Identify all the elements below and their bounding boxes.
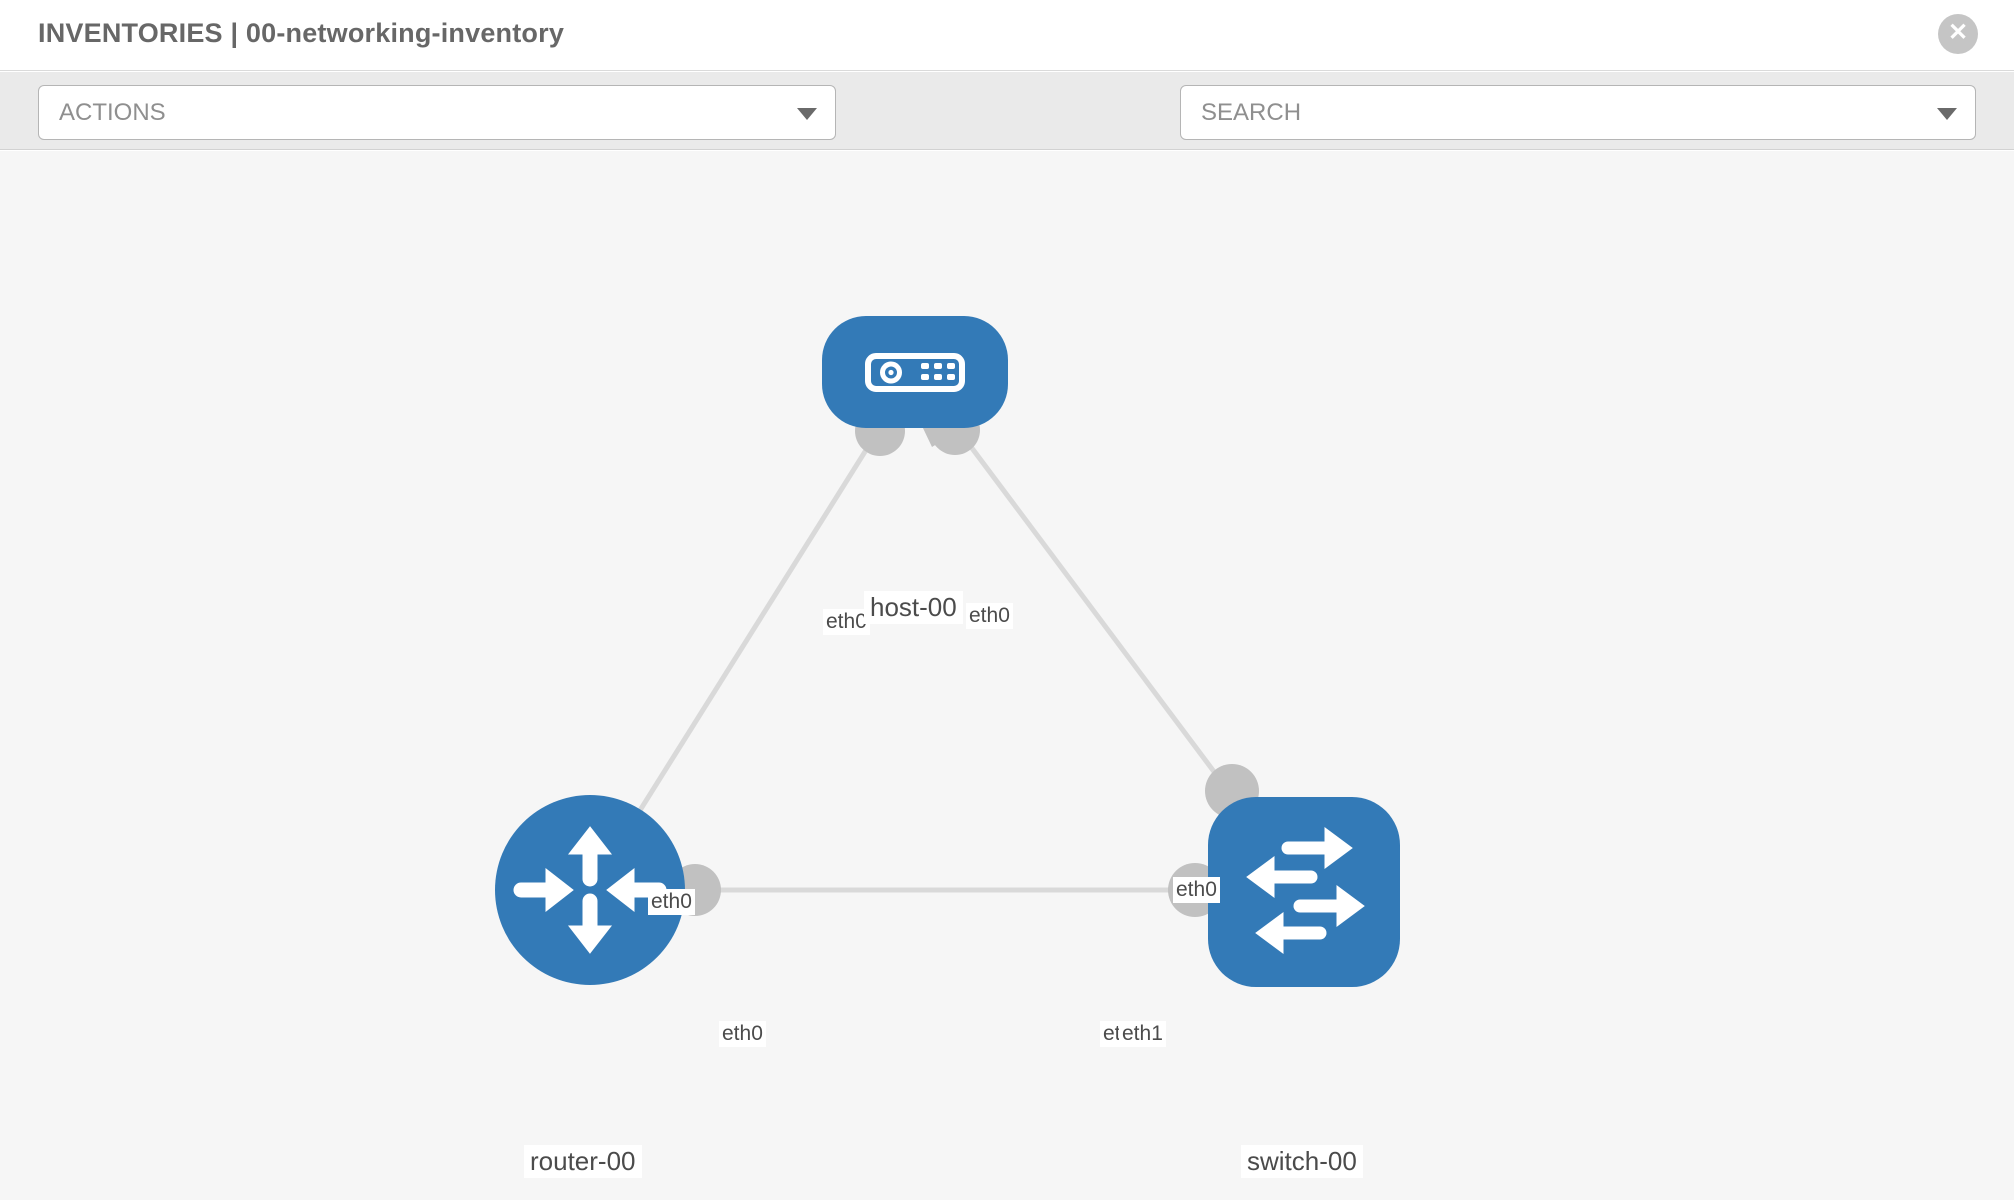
link-host-router[interactable] bbox=[587, 370, 918, 892]
server-icon bbox=[865, 353, 965, 392]
interface-label: eth0 bbox=[966, 603, 1013, 629]
node-label-router-00: router-00 bbox=[524, 1145, 642, 1178]
toolbar: ACTIONS SEARCH bbox=[0, 72, 2014, 210]
panel-header: INVENTORIES | 00-networking-inventory ✕ bbox=[0, 0, 2014, 71]
topology-canvas[interactable]: eth0 eth0 eth0 eth0 eth0 eth0 eth1 host-… bbox=[0, 151, 2014, 1200]
close-icon: ✕ bbox=[1947, 19, 1969, 46]
page-title: INVENTORIES | 00-networking-inventory bbox=[38, 18, 565, 48]
interface-label: eth0 bbox=[648, 889, 695, 915]
close-button[interactable]: ✕ bbox=[1938, 14, 1978, 54]
node-switch-00[interactable] bbox=[1208, 797, 1400, 987]
node-label-switch-00: switch-00 bbox=[1241, 1145, 1363, 1178]
interface-label: eth0 bbox=[719, 1021, 766, 1047]
interface-label: eth0 bbox=[823, 609, 870, 635]
chevron-down-icon bbox=[797, 108, 817, 120]
node-router-00[interactable] bbox=[495, 795, 685, 985]
interface-circles bbox=[669, 405, 1259, 917]
node-host-00[interactable] bbox=[822, 316, 1008, 428]
search-dropdown-label: SEARCH bbox=[1201, 98, 1302, 126]
actions-dropdown-label: ACTIONS bbox=[59, 98, 166, 126]
interface-label: eth0 bbox=[1173, 877, 1220, 903]
actions-dropdown[interactable]: ACTIONS bbox=[38, 85, 836, 140]
node-label-host-00: host-00 bbox=[864, 591, 963, 624]
search-dropdown[interactable]: SEARCH bbox=[1180, 85, 1976, 140]
interface-circle-tail bbox=[922, 426, 958, 447]
interface-label: eth1 bbox=[1119, 1021, 1166, 1047]
chevron-down-icon bbox=[1937, 108, 1957, 120]
